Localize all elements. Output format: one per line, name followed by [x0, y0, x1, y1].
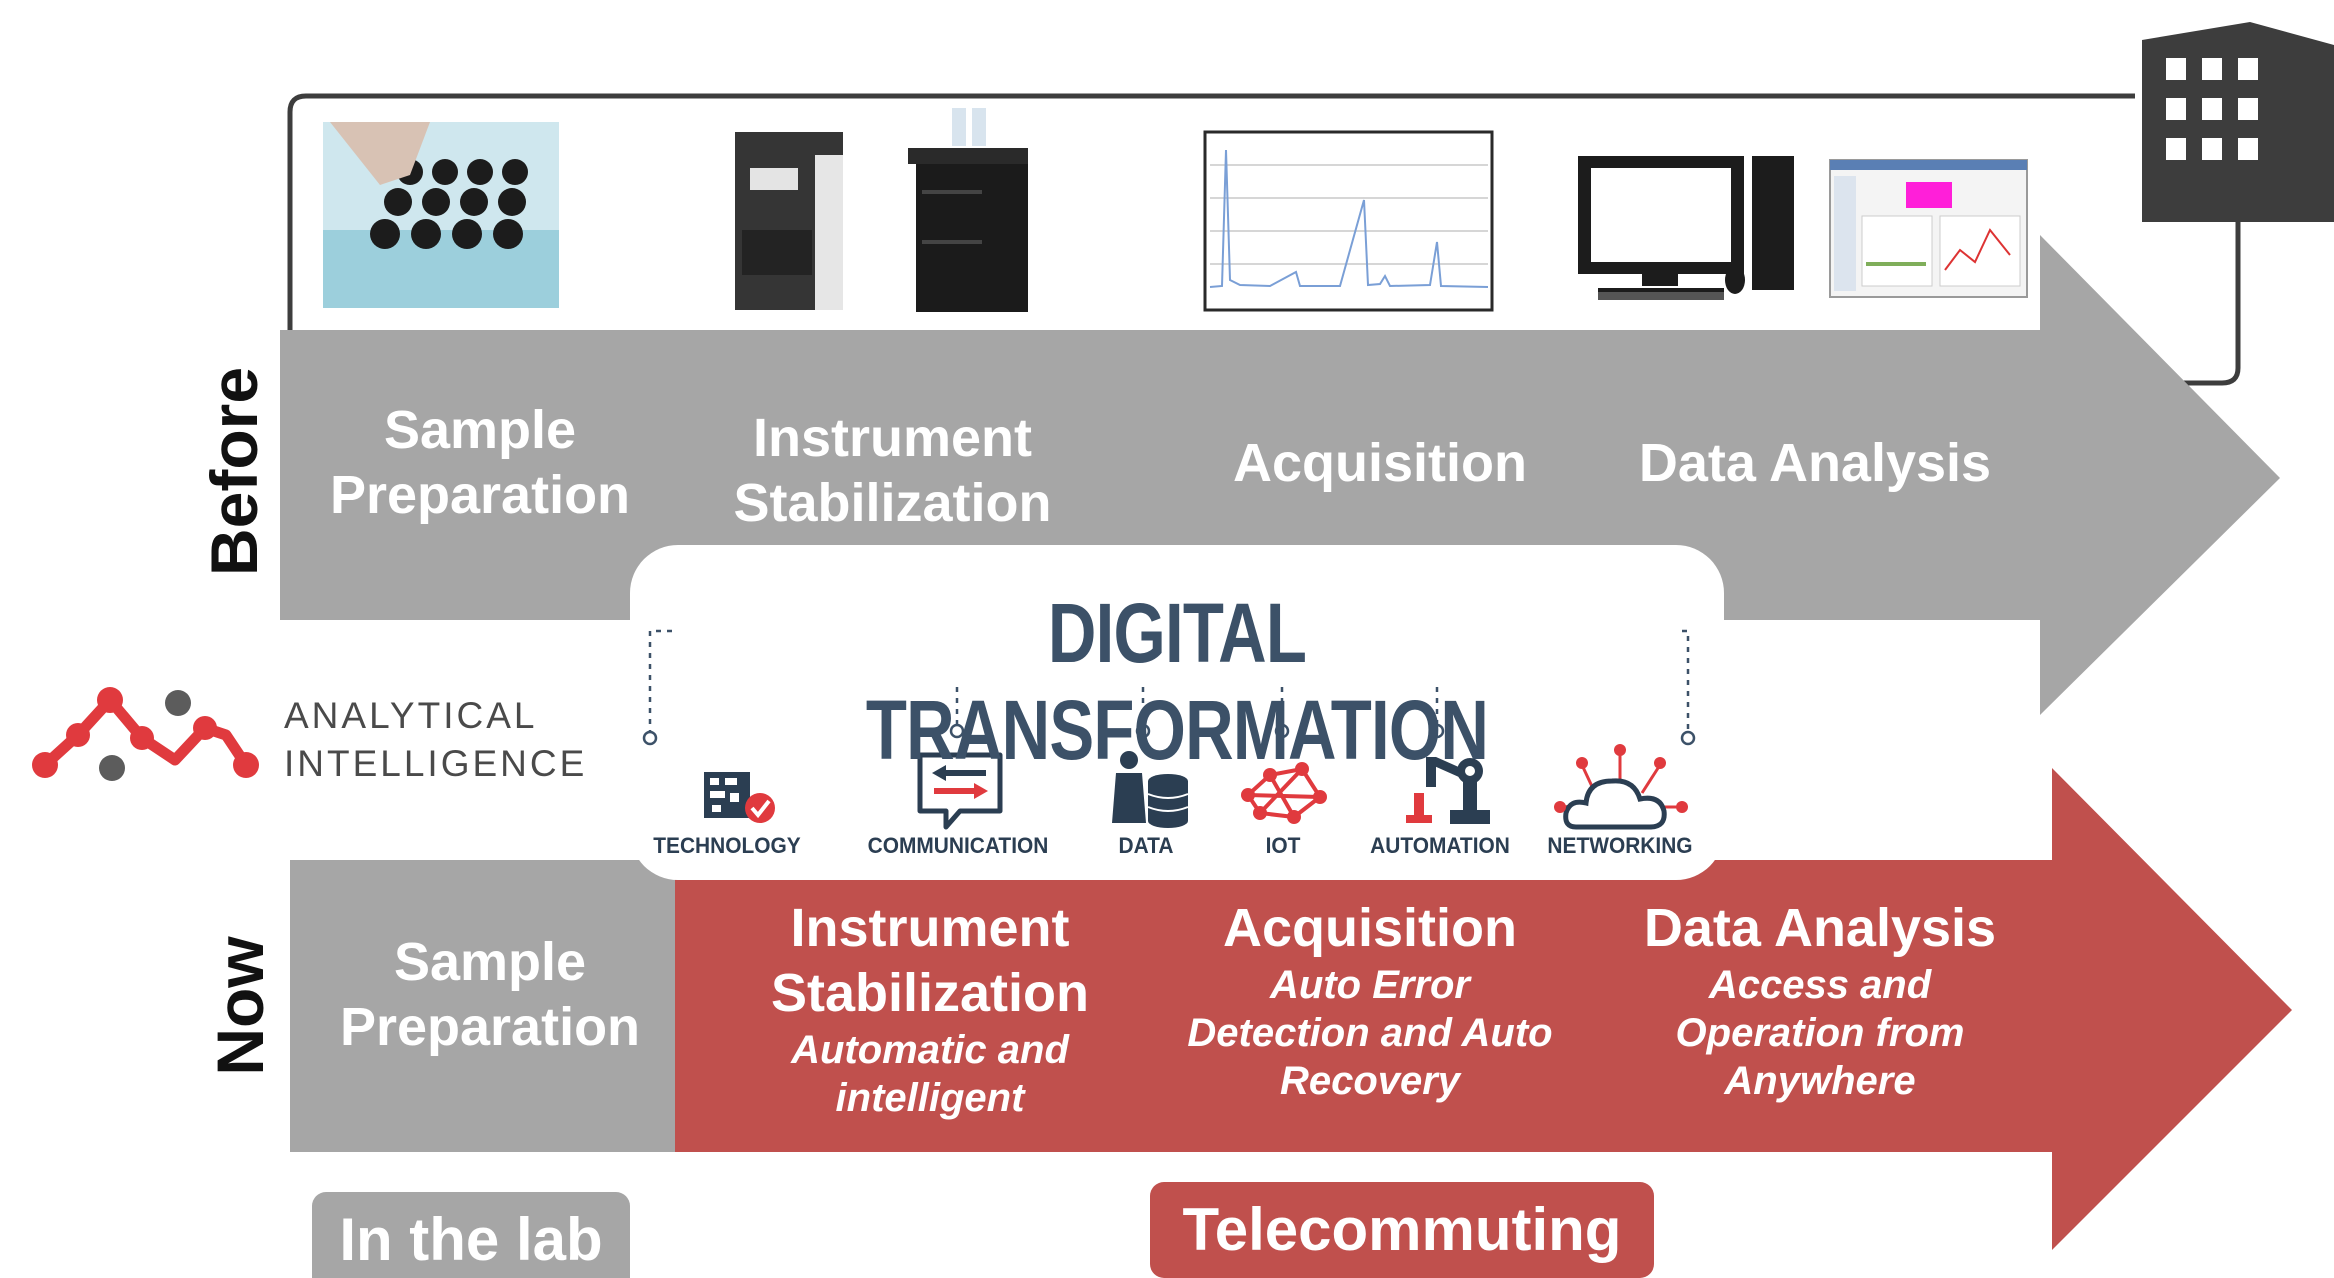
ai-logo-mark	[32, 687, 259, 781]
now-step-instrument-stabilization: Instrument Stabilization Automatic and i…	[770, 898, 1089, 1120]
chromatogram-icon	[1203, 130, 1494, 312]
pillar-label-data: DATA	[1118, 833, 1174, 858]
automation-icon	[1406, 756, 1490, 824]
badge-in-the-lab: In the lab	[312, 1192, 630, 1278]
pillar-connectors	[642, 629, 1696, 830]
desktop-computer-icon	[1578, 156, 1794, 300]
vial-tray-photo	[323, 122, 559, 308]
office-connector-line	[287, 93, 2241, 386]
row-label-before: Before	[197, 366, 271, 576]
now-sample-prep-block	[290, 860, 675, 1152]
now-arrow	[675, 768, 2292, 1250]
now-step-data-analysis: Data Analysis Access and Operation from …	[1643, 898, 1997, 1103]
row-label-now: Now	[203, 936, 277, 1076]
pillar-label-iot: IOT	[1265, 833, 1301, 858]
pillar-label-technology: TECHNOLOGY	[653, 833, 801, 858]
networking-icon	[1554, 744, 1688, 830]
iot-icon	[1241, 762, 1327, 824]
before-step-data-analysis: Data Analysis	[1638, 433, 1992, 493]
pillar-label-communication: COMMUNICATION	[867, 833, 1049, 858]
digital-transformation-card: DIGITAL TRANSFORMATION TECHNOLOGY COMMUN…	[630, 545, 1724, 880]
pillar-label-networking: NETWORKING	[1547, 833, 1693, 858]
pillar-label-automation: AUTOMATION	[1370, 833, 1510, 858]
before-step-instrument-stabilization: Instrument Stabilization	[733, 408, 1052, 533]
now-step-acquisition: Acquisition Auto Error Detection and Aut…	[1187, 898, 1553, 1103]
technology-icon	[704, 772, 775, 823]
before-step-sample-preparation: Sample Preparation	[329, 400, 631, 525]
before-step-acquisition: Acquisition	[1233, 433, 1527, 493]
software-screenshot-icon	[1829, 159, 2028, 298]
data-icon	[1112, 751, 1189, 828]
lc-module-icon	[735, 132, 843, 310]
communication-icon	[917, 752, 1003, 830]
badge-telecommuting: Telecommuting	[1150, 1182, 1654, 1278]
ai-logo-text: ANALYTICAL INTELLIGENCE	[284, 695, 588, 785]
office-building-icon	[2142, 22, 2334, 222]
now-step-sample-preparation: Sample Preparation	[339, 932, 641, 1057]
digital-transformation-title: DIGITAL TRANSFORMATION	[865, 586, 1489, 777]
lc-stack-icon	[908, 108, 1028, 312]
